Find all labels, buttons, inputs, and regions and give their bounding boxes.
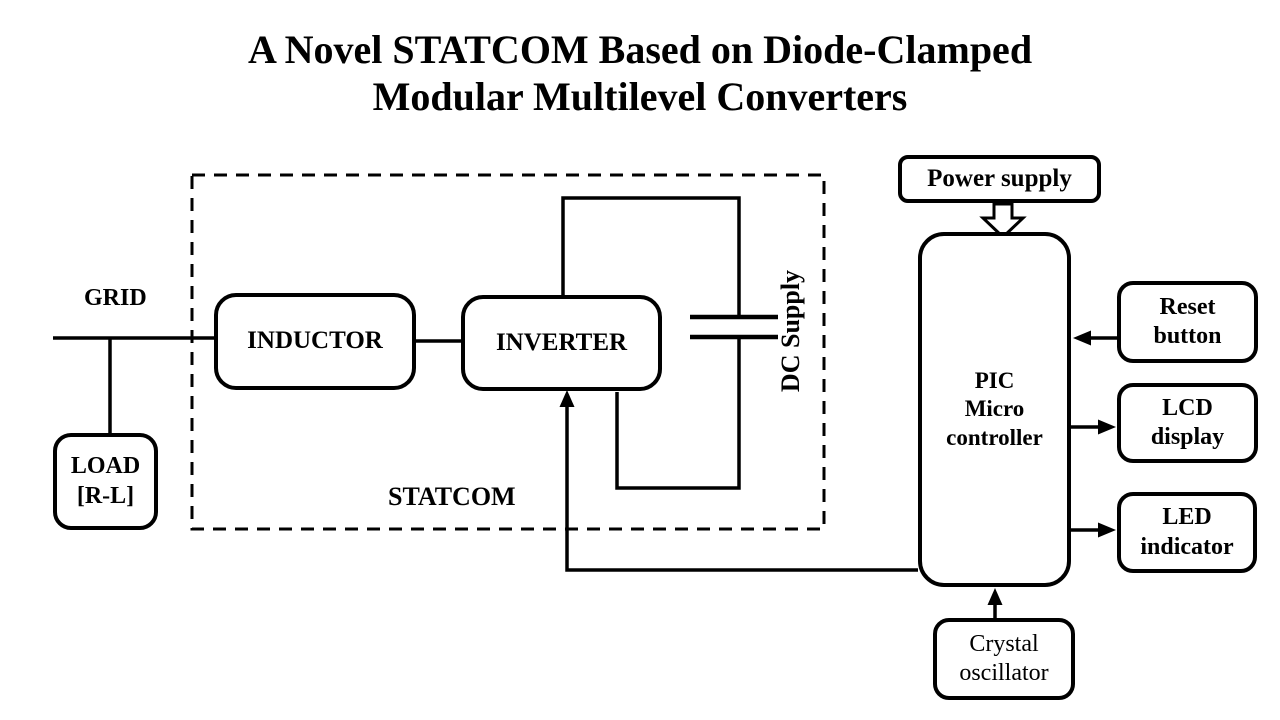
power-flow-block-arrow-icon xyxy=(979,202,1027,240)
up-arrowhead-icon xyxy=(559,390,575,407)
reset-button-label: Reset button xyxy=(1153,293,1222,349)
lcd-display-label: LCD display xyxy=(1150,394,1225,450)
feedback-line xyxy=(565,403,918,572)
load-label: LOAD [R-L] xyxy=(70,453,141,509)
reset-to-pic-arrow xyxy=(1073,330,1117,346)
statcom-label: STATCOM xyxy=(388,482,516,511)
capacitor-icon xyxy=(690,314,778,340)
led-indicator-label: LED indicator xyxy=(1140,504,1234,560)
right-arrowhead-icon xyxy=(1098,522,1116,538)
crystal-to-pic-arrow xyxy=(987,588,1003,618)
pic-to-inverter-arrow xyxy=(559,390,918,572)
reset-button-box: Reset button xyxy=(1117,281,1258,363)
pic-microcontroller-label: PIC Micro controller xyxy=(946,368,1043,450)
pic-to-led-arrow xyxy=(1071,522,1116,538)
pic-microcontroller-box: PIC Micro controller xyxy=(918,232,1071,587)
statcom-dashed-box xyxy=(190,173,826,531)
crystal-oscillator-box: Crystal oscillator xyxy=(933,618,1075,700)
page-title: A Novel STATCOM Based on Diode-Clamped M… xyxy=(247,27,1033,120)
inductor-label: INDUCTOR xyxy=(247,327,383,355)
load-box: LOAD [R-L] xyxy=(53,433,158,530)
dc-link-top-loop xyxy=(561,196,741,317)
up-arrowhead-icon xyxy=(987,588,1003,605)
inverter-label: INVERTER xyxy=(495,328,628,356)
inductor-box: INDUCTOR xyxy=(214,293,416,390)
lcd-display-box: LCD display xyxy=(1117,383,1258,463)
dc-link-bottom-loop xyxy=(615,337,741,490)
dc-supply-label: DC Supply xyxy=(776,269,805,393)
inverter-box: INVERTER xyxy=(461,295,662,391)
crystal-oscillator-label: Crystal oscillator xyxy=(959,630,1049,686)
pic-to-lcd-arrow xyxy=(1071,419,1116,435)
grid-label: GRID xyxy=(84,285,147,311)
right-arrowhead-icon xyxy=(1098,419,1116,435)
led-indicator-box: LED indicator xyxy=(1117,492,1257,573)
power-supply-label: Power supply xyxy=(927,164,1072,192)
left-arrowhead-icon xyxy=(1073,330,1091,346)
power-supply-box: Power supply xyxy=(898,155,1101,203)
